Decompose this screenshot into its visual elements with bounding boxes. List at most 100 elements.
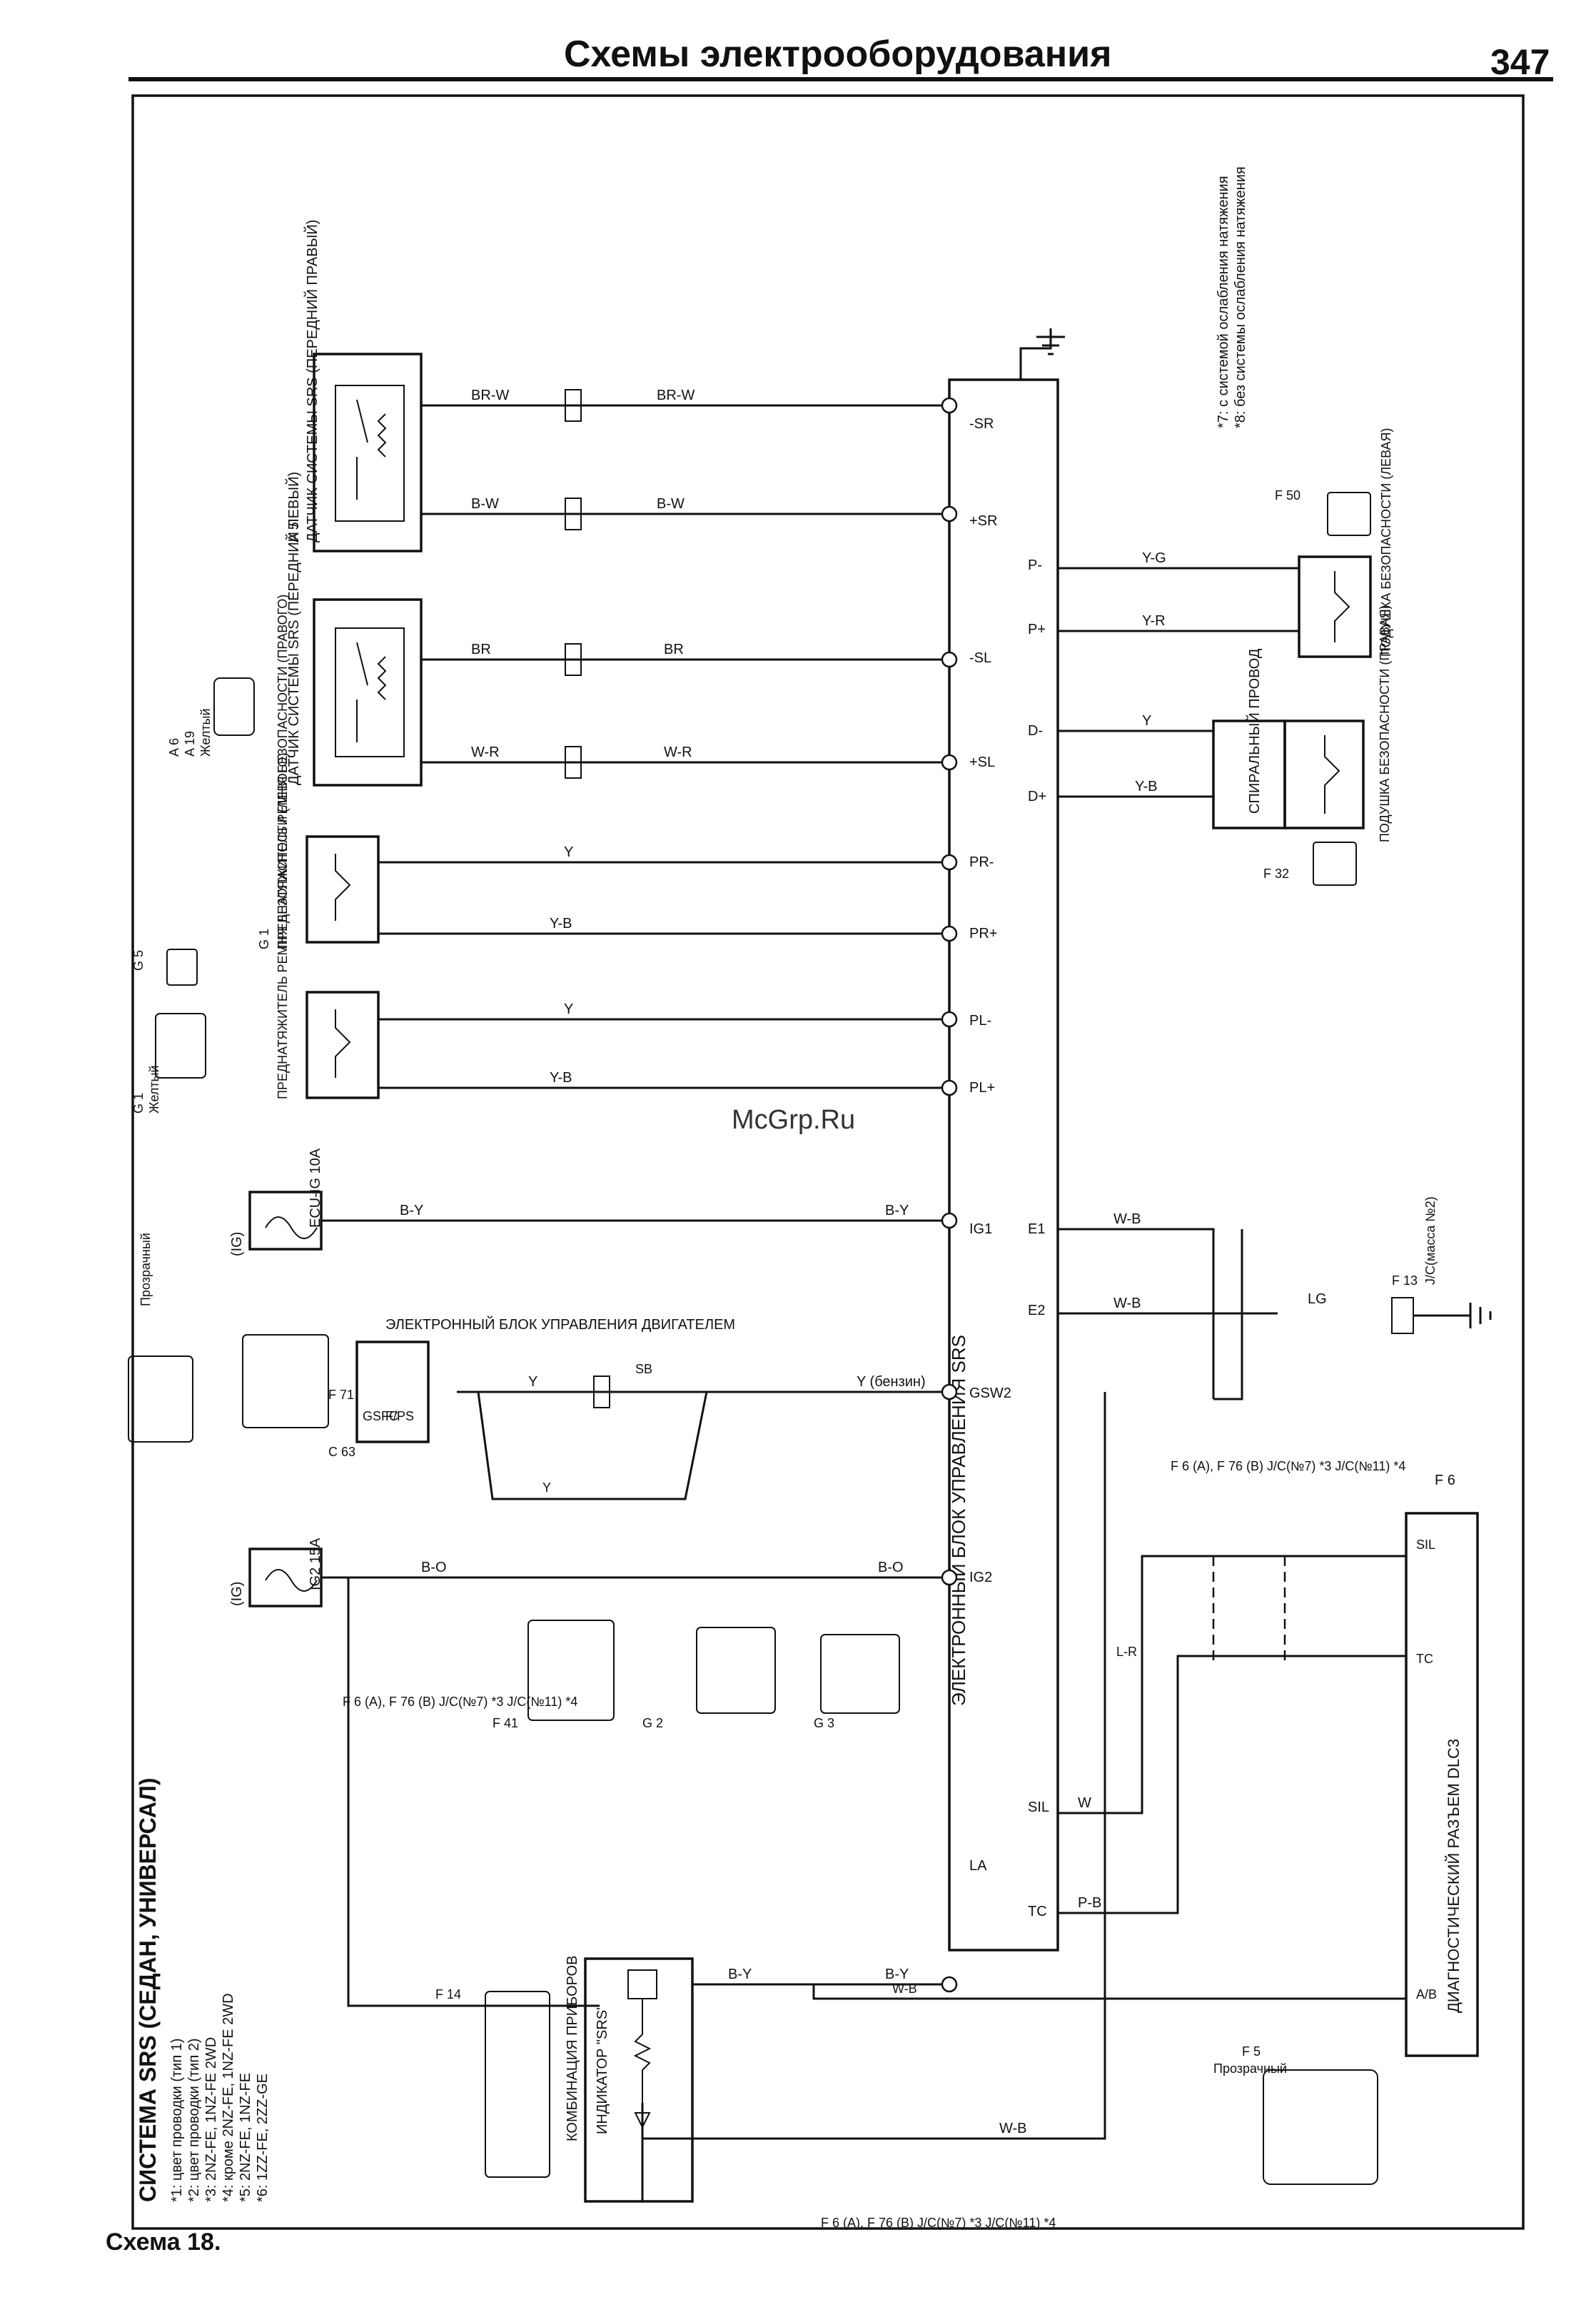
dlc3-pin-tc: TC bbox=[1416, 1652, 1433, 1666]
wire-label-y-g: Y-G bbox=[1142, 550, 1166, 566]
pretensioner-left-id: G 1 bbox=[131, 1093, 146, 1114]
fuse-ig2-label: IG2 15A bbox=[308, 1538, 323, 1590]
connector-f5-id: F 5 bbox=[1242, 2044, 1261, 2059]
ecu-pin-d-minus: D- bbox=[1028, 723, 1043, 739]
wire-label-b-y-la-2: B-Y bbox=[885, 1967, 909, 1982]
connector-f14-id: F 14 bbox=[435, 1987, 461, 2002]
ecu-pin-pl-plus: PL+ bbox=[969, 1080, 995, 1096]
wire-label-y-petrol: Y (бензин) bbox=[857, 1374, 926, 1390]
ecu-pin-circle-gsw2 bbox=[941, 1383, 958, 1400]
connector-c63-id: C 63 bbox=[328, 1445, 355, 1459]
connector-f32-id: F 32 bbox=[1263, 867, 1289, 881]
connector-af4-sr-b bbox=[565, 498, 582, 530]
pretensioner-right-squib bbox=[335, 854, 351, 921]
fuse-ig2-symbol bbox=[265, 1569, 318, 1592]
wire-label-b-o-b: B-O bbox=[878, 1560, 904, 1575]
wire-label-y-r: Y-R bbox=[1142, 613, 1166, 629]
sensor-left-switch bbox=[356, 642, 387, 742]
ecu-pin-plus-sr: +SR bbox=[969, 513, 997, 529]
connector-a19-icon bbox=[213, 677, 255, 736]
wire-label-y-pl: Y bbox=[564, 1001, 573, 1017]
dlc3-label: ДИАГНОСТИЧЕСКИЙ РАЗЪЕМ DLC3 bbox=[1445, 1739, 1463, 2013]
ecu-pin-pl-minus: PL- bbox=[969, 1013, 991, 1029]
diagram-title-block: СИСТЕМА SRS (СЕДАН, УНИВЕРСАЛ) *1: цвет … bbox=[135, 1778, 271, 2203]
wire-label-br-w-2: BR-W bbox=[657, 388, 695, 403]
airbag-right-squib bbox=[1324, 735, 1340, 814]
ecu-pin-circle-pr-minus bbox=[941, 854, 958, 871]
airbag-left-label: ПОДУШКА БЕЗОПАСНОСТИ (ЛЕВАЯ) bbox=[1379, 428, 1393, 657]
ecu-pin-p-plus: P+ bbox=[1028, 622, 1046, 637]
connector-g5-id: G 5 bbox=[131, 950, 146, 971]
jc-sil-dashed bbox=[1212, 1556, 1286, 1663]
wire-e-ground-bus bbox=[1213, 1229, 1243, 1400]
wire-label-y-pr: Y bbox=[564, 844, 573, 860]
ground-symbol-right bbox=[1413, 1303, 1492, 1328]
wire-label-y-b-pr: Y-B bbox=[550, 916, 572, 932]
note-3: *3: 2NZ-FE, 1NZ-FE 2WD bbox=[203, 2037, 219, 2202]
wire-label-w-b-ab: W-B bbox=[892, 1982, 917, 1996]
note-6: *6: 1ZZ-FE, 2ZZ-GE bbox=[255, 2074, 271, 2202]
wire-label-w-b-e2: W-B bbox=[1113, 1296, 1141, 1311]
wire-label-y-gsw: Y bbox=[528, 1374, 537, 1390]
wire-label-w-r-1: W-R bbox=[471, 744, 500, 760]
ecu-pin-tc: TC bbox=[1028, 1904, 1047, 1919]
srs-indicator-lamp bbox=[627, 1969, 657, 1999]
pretensioner-right-label: ПРЕДНАТЯЖИТЕЛЬ РЕМНЯ БЕЗОПАСНОСТИ (ПРАВО… bbox=[276, 595, 290, 949]
ecu-pin-p-minus: P- bbox=[1028, 557, 1042, 573]
ecu-pin-circle-ig2 bbox=[941, 1569, 958, 1586]
note-5: *5: 2NZ-FE, 1NZ-FE bbox=[238, 2073, 253, 2202]
sensor-right-box bbox=[313, 353, 423, 552]
jc-ground-id: F 13 bbox=[1392, 1273, 1418, 1288]
sensor-right-label: ДАТЧИК СИСТЕМЫ SRS (ПЕРЕДНИЙ ПРАВЫЙ) bbox=[303, 220, 320, 542]
connector-f71-icon bbox=[242, 1334, 329, 1428]
engine-ecu-fps: F/PS bbox=[385, 1409, 414, 1423]
wire-ab bbox=[812, 1984, 1406, 2000]
srs-ecu-block bbox=[948, 378, 1059, 1952]
notes-top: *7: с системой ослабления натяжения *8: … bbox=[1216, 166, 1248, 428]
page-header-title: Схемы электрооборудования bbox=[564, 34, 1112, 75]
ecu-pin-circle-9 bbox=[941, 505, 958, 523]
connector-f71-id: F 71 bbox=[328, 1388, 354, 1402]
watermark-text: McGrp.Ru bbox=[732, 1105, 856, 1135]
ecu-pin-e1: E1 bbox=[1028, 1221, 1045, 1237]
connector-f50-id: F 50 bbox=[1275, 488, 1300, 503]
ecu-pin-circle-ig1 bbox=[941, 1212, 958, 1229]
connector-f41-id: F 41 bbox=[493, 1716, 518, 1730]
wire-label-p-b: P-B bbox=[1078, 1895, 1101, 1911]
dlc3-id: F 6 bbox=[1435, 1473, 1455, 1488]
wire-label-y-b-d: Y-B bbox=[1135, 779, 1158, 794]
ecu-right-pin-labels: P- P+ D- D+ E1 E2 SIL TC bbox=[1028, 557, 1049, 1919]
fuse-ig-label-1: (IG) bbox=[229, 1232, 245, 1256]
ecu-pin-circle-pl-minus bbox=[941, 1011, 958, 1028]
ecu-pin-circle-pl-plus bbox=[941, 1079, 958, 1096]
dlc3-box bbox=[1405, 1512, 1479, 2057]
airbag-left-box bbox=[1298, 555, 1372, 658]
connector-g5-icon bbox=[166, 949, 198, 986]
engine-ecu-label: ЭЛЕКТРОННЫЙ БЛОК УПРАВЛЕНИЯ ДВИГАТЕЛЕМ bbox=[385, 1316, 735, 1333]
wire-label-y-d: Y bbox=[1142, 713, 1151, 729]
wire-label-w-b-gnd: W-B bbox=[999, 2121, 1027, 2136]
connector-af4-sl-a bbox=[565, 643, 582, 676]
srs-indicator-label: ИНДИКАТОР "SRS" bbox=[595, 2005, 610, 2134]
wire-label-lg: LG bbox=[1308, 1291, 1327, 1307]
header-rule bbox=[128, 77, 1553, 81]
fuse-ig-label-2: (IG) bbox=[229, 1582, 245, 1606]
wire-label-l-r: L-R bbox=[1116, 1645, 1137, 1659]
ecu-pin-circle-15 bbox=[941, 754, 958, 771]
connector-c63-icon bbox=[128, 1356, 193, 1443]
wire-tc bbox=[1058, 1655, 1406, 1914]
ecu-pin-ig2: IG2 bbox=[969, 1570, 992, 1585]
wire-label-br-1: BR bbox=[471, 642, 491, 657]
wire-label-w-r-2: W-R bbox=[664, 744, 692, 760]
ecu-pin-circle-20 bbox=[941, 397, 958, 414]
sensor-left-box bbox=[313, 598, 423, 787]
connector-f41-icon bbox=[527, 1620, 615, 1721]
jc-ground-label: J/C(масса №2) bbox=[1423, 1196, 1438, 1285]
pretensioner-left-squib bbox=[335, 1009, 351, 1078]
wire-label-b-w-2: B-W bbox=[657, 496, 685, 512]
wire-label-br-w-1: BR-W bbox=[471, 388, 509, 403]
wire-label-y-gsw-alt: Y bbox=[542, 1480, 551, 1495]
jc-tag-mid: F 6 (A), F 76 (B) J/C(№7) *3 J/C(№11) *4 bbox=[343, 1695, 577, 1709]
connector-f5-color: Прозрачный bbox=[1213, 2061, 1287, 2076]
